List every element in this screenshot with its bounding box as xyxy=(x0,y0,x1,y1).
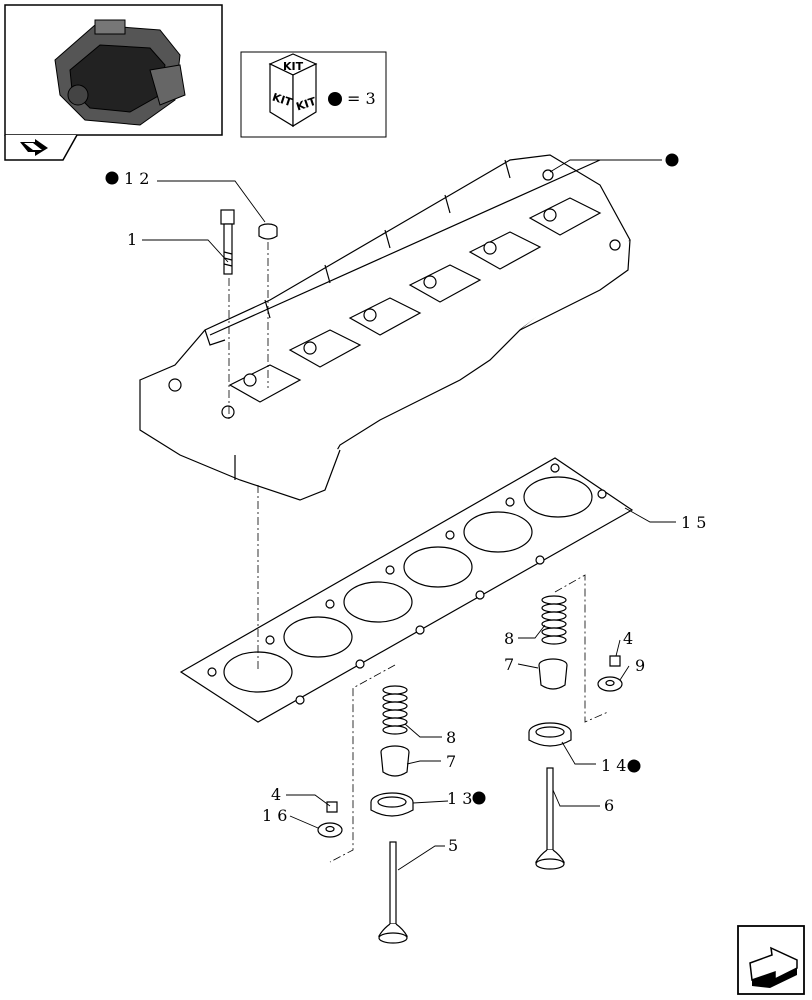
kit-legend: KIT KIT KIT = 3 xyxy=(240,51,387,138)
plug-part[interactable] xyxy=(258,223,278,240)
callout-13: 1 3 xyxy=(447,789,472,808)
cylinder-head-part[interactable] xyxy=(139,154,631,501)
collet-left-part[interactable] xyxy=(326,801,338,813)
kit-box-label-top: KIT xyxy=(283,60,304,73)
kit-box-icon: KIT KIT KIT xyxy=(268,53,319,128)
callout-7-left: 7 xyxy=(446,752,456,771)
kit-box-label-right: KIT xyxy=(295,95,319,114)
engine-thumbnail-icon[interactable] xyxy=(4,4,223,136)
callout-8-left: 8 xyxy=(446,728,456,747)
callout-7-right: 7 xyxy=(504,655,514,674)
callout-9: 9 xyxy=(635,656,645,675)
valve-left-part[interactable] xyxy=(377,841,409,944)
kit-dot-icon xyxy=(627,759,641,773)
kit-dot-icon xyxy=(472,791,486,805)
collet-right-part[interactable] xyxy=(609,655,621,667)
black-dot-icon xyxy=(328,92,342,106)
callout-14: 1 4 xyxy=(601,756,626,775)
kit-box-label-left: KIT xyxy=(271,91,295,110)
seat-ring-right-part[interactable] xyxy=(528,722,572,747)
bolt-part[interactable] xyxy=(220,209,235,275)
valve-seal-left-part[interactable] xyxy=(380,745,410,777)
kit-equals-text: = 3 xyxy=(347,89,376,108)
callout-4-left: 4 xyxy=(271,785,281,804)
kit-dot-icon xyxy=(665,153,679,167)
retainer-left-part[interactable] xyxy=(317,822,343,838)
callout-5: 5 xyxy=(448,836,458,855)
kit-markers xyxy=(105,153,679,805)
next-page-arrow-icon[interactable] xyxy=(737,925,805,995)
retainer-right-part[interactable] xyxy=(597,676,623,692)
callout-4-right: 4 xyxy=(623,629,633,648)
callout-labels: 1 1 2 1 5 8 7 4 9 1 4 8 7 1 3 4 1 6 6 5 xyxy=(124,169,706,855)
head-gasket-part[interactable] xyxy=(179,457,634,723)
callout-12: 1 2 xyxy=(124,169,149,188)
callout-15: 1 5 xyxy=(681,513,706,532)
alignment-lines xyxy=(228,242,609,863)
valve-seal-right-part[interactable] xyxy=(538,658,568,690)
spring-left-part[interactable] xyxy=(382,685,408,735)
callout-16: 1 6 xyxy=(262,806,287,825)
valve-right-part[interactable] xyxy=(534,767,566,870)
back-arrow-icon[interactable] xyxy=(4,134,78,161)
spring-right-part[interactable] xyxy=(541,595,567,645)
callout-8-right: 8 xyxy=(504,629,514,648)
seat-ring-left-part[interactable] xyxy=(370,792,414,817)
leader-lines xyxy=(142,159,676,871)
callout-6: 6 xyxy=(604,796,614,815)
callout-1: 1 xyxy=(127,230,137,249)
kit-dot-icon xyxy=(105,171,119,185)
